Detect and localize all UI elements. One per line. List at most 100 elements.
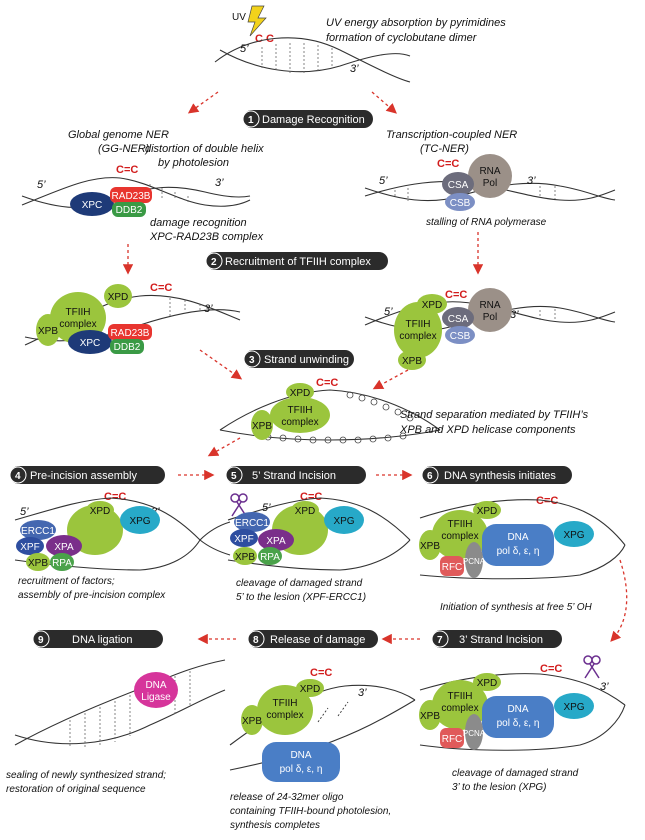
top-dna-helix [214,37,411,83]
caption-8-3: synthesis completes [230,820,320,831]
distortion-1: distortion of double helix [145,143,264,155]
csa-label: CSA [448,180,469,191]
step-5-pill: 5 5’ Strand Incision [225,466,366,484]
caption-9-1: sealing of newly synthesized strand; [6,770,166,781]
step-3-label: Strand unwinding [264,354,349,366]
p5-ercc1 [234,512,270,532]
ggner-three-prime: 3’ [215,177,224,189]
p7-pol-l: pol δ, ε, η [497,718,540,729]
p7-xpb [419,700,441,730]
p8-xpb [241,705,263,735]
gg2-ceq: C=C [150,282,172,294]
p5-ercc1-l: ERCC1 [235,518,269,529]
tc-tfiih-panel: C=C 5’ 3’ TFIIH complex XPB XPD RNA Pol … [364,288,616,370]
p4-ceq: C=C [104,491,126,503]
p9-ligase-l: Ligase [141,692,171,703]
caption-6: Initiation of synthesis at free 5’ OH [440,602,593,613]
tc2-three-prime: 3’ [510,309,519,321]
step-4-pill: 4 Pre-incision assembly [9,466,165,484]
p4-xpd-l: XPD [90,506,111,517]
arrow-to-tcner [371,91,397,114]
rnapol-label-2: Pol [483,178,497,189]
p8-three-prime: 3’ [358,687,367,699]
step-3-number: 3 [249,355,255,366]
tcner-three-prime: 3’ [527,175,536,187]
csb-label: CSB [450,198,471,209]
csb-protein [445,193,475,211]
s3-tfiih [270,397,330,433]
p5-xpg-l: XPG [333,516,354,527]
ggner-ceq: C=C [116,164,138,176]
panel-5: C=C 5’ XPD XPG ERCC1 XPF XPA XPB RPA cle… [227,491,411,603]
ggner-title-1: Global genome NER [68,129,169,141]
p8-tfiih-l2: complex [266,710,303,721]
p7-xpd-l: XPD [477,678,498,689]
recog-1: damage recognition [150,217,247,229]
tc2-ceq: C=C [445,289,467,301]
p4-xpf [16,537,44,555]
ddb2-label: DDB2 [116,205,143,216]
step-7-pill: 7 3’ Strand Incision [431,630,562,648]
gg2-rad23b-l: RAD23B [111,328,150,339]
cc-lesion: C C [255,33,274,45]
p5-xpd-l: XPD [295,506,316,517]
tc2-xpd-l: XPD [422,300,443,311]
p5-xpg [324,506,364,534]
p7-tfiih-l1: TFIIH [448,691,473,702]
lightning-bolt-icon [247,5,267,37]
tcner-title-2: (TC-NER) [420,143,469,155]
step-3-pill: 3 Strand unwinding [243,350,354,368]
p5-xpf [230,529,258,547]
p6-tfiih-l1: TFIIH [448,519,473,530]
gg2-tfiih-l2: complex [59,319,96,330]
p7-three-prime: 3’ [600,681,609,693]
rnapol-label-1: RNA [479,166,500,177]
p7-xpd [473,673,501,691]
xpc-label: XPC [82,200,103,211]
p7-xpg-l: XPG [563,702,584,713]
rad23b-label: RAD23B [112,191,151,202]
step-8-number: 8 [253,635,259,646]
arrow-gg-to-3 [199,349,243,380]
p6-xpd [473,501,501,519]
p4-xpf-l: XPF [20,542,39,553]
p5-xpd [291,501,319,519]
p6-pcna [465,542,483,578]
p6-xpb-l: XPB [420,541,440,552]
p9-ligase [134,672,178,708]
strand-sep-2: XPB and XPD helicase components [399,424,576,436]
caption-8-1: release of 24-32mer oligo [230,792,344,803]
p5-xpa-l: XPA [266,536,286,547]
s3-xpb-l: XPB [252,421,272,432]
p7-rfc-l: RFC [442,734,463,745]
p8-ceq: C=C [310,667,332,679]
step-6-pill: 6 DNA synthesis initiates [421,466,572,484]
p5-xpf-l: XPF [234,534,253,545]
p7-dna-l: DNA [507,704,528,715]
p5-xpb [233,547,257,565]
step-4-number: 4 [15,471,21,482]
p8-pol-l: pol δ, ε, η [280,764,323,775]
uv-panel: UV C C 5’ 3’ UV energy absorption by pyr… [214,5,506,83]
p8-tfiih-l1: TFIIH [273,698,298,709]
p8-xpb-l: XPB [242,716,262,727]
p6-pcna-l: PCNA [463,557,486,566]
p7-tfiih-l2: complex [441,703,478,714]
top-three-prime: 3’ [350,63,359,75]
tc2-csb [445,326,475,344]
ddb2-protein [112,202,146,217]
p4-xpb [26,553,50,571]
arrow-6-7 [610,559,628,642]
p9-dna-l: DNA [145,680,166,691]
gg2-xpd [104,284,132,308]
release-arrows [317,701,349,723]
step-2-pill: 2 Recruitment of TFIIH complex [205,252,388,270]
caption-8-2: containing TFIIH-bound photolesion, [230,806,391,817]
ggner-five-prime: 5’ [37,179,46,191]
rnapol-protein [468,154,512,198]
step-5-label: 5’ Strand Incision [252,470,336,482]
s3-tfiih-l1: TFIIH [288,405,313,416]
panel-4: C=C 5’ 3’ XPD XPG ERCC1 XPF XPA XPB RPA … [14,491,231,601]
p6-tfiih-l2: complex [441,531,478,542]
xpc-protein [70,192,114,216]
